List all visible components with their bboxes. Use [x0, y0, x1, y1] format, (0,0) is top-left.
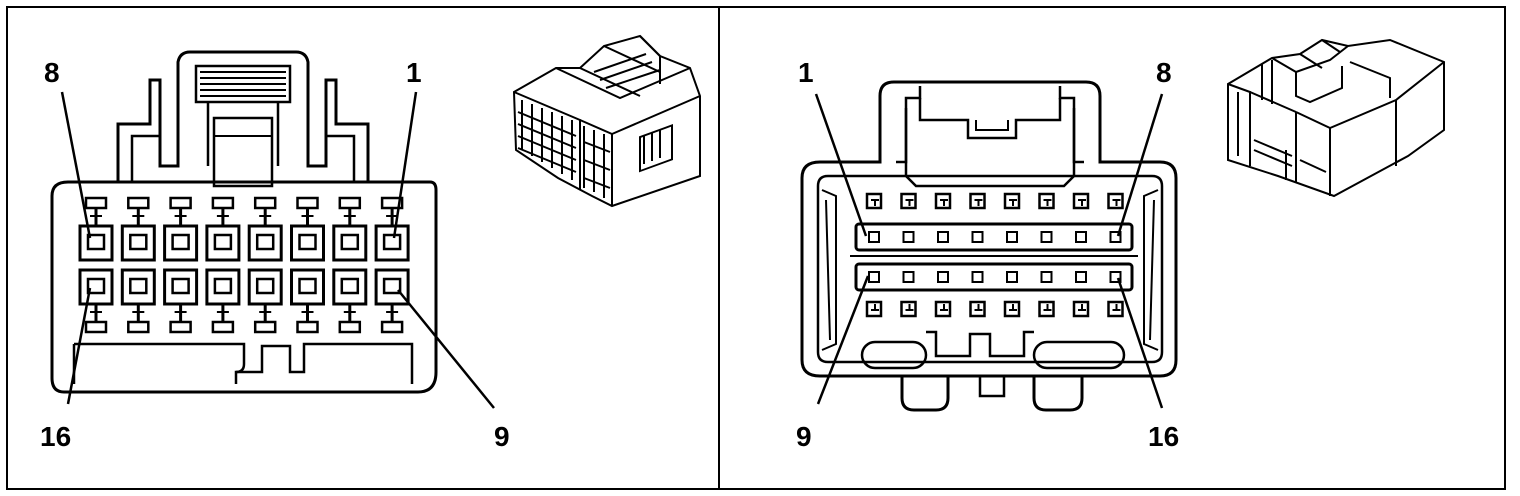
right-cavity [868, 231, 880, 243]
right-latch-window [969, 192, 986, 210]
left-label-top-right: 1 [406, 57, 422, 88]
right-cavity [1006, 271, 1018, 283]
left-cavity [120, 268, 156, 334]
left-panel-frame [6, 6, 720, 490]
right-latch-window [900, 300, 917, 318]
right-cavity [1075, 231, 1087, 243]
right-label-top-right: 8 [1156, 57, 1172, 88]
left-cavity [205, 196, 241, 262]
left-cavity [332, 196, 368, 262]
right-latch-window [934, 300, 952, 318]
left-label-bottom-left: 16 [40, 421, 71, 452]
right-latch-window [1107, 192, 1124, 210]
left-cavity [290, 196, 325, 262]
right-latch-window [1003, 300, 1021, 318]
right-cavity [937, 231, 949, 243]
right-cavity [1109, 271, 1122, 283]
right-connector-face [800, 80, 1178, 412]
left-cavity [163, 196, 199, 262]
left-cavity [290, 268, 325, 334]
right-latch-window [900, 192, 917, 210]
right-panel-frame [718, 6, 1506, 490]
left-cavity [247, 268, 283, 334]
right-latch-window [1107, 300, 1124, 318]
right-label-bottom-right: 16 [1148, 421, 1179, 452]
right-latch-window [865, 300, 883, 318]
right-latch-window [934, 192, 952, 210]
left-cavity [374, 196, 410, 262]
left-label-top-left: 8 [44, 57, 60, 88]
left-cavity [247, 196, 283, 262]
right-latch-window [1038, 300, 1055, 318]
right-label-top-left: 1 [798, 57, 814, 88]
right-connector-isometric-icon [1227, 38, 1445, 198]
right-cavity [971, 271, 984, 283]
right-label-bottom-left: 9 [796, 421, 812, 452]
right-cavity [902, 271, 915, 283]
right-cavity [937, 271, 949, 283]
right-leader-lines [814, 93, 1164, 409]
right-latch-window [1003, 192, 1021, 210]
right-latch-window [865, 192, 883, 210]
right-cavity [902, 231, 915, 243]
left-cavity [78, 268, 114, 334]
left-cavity [120, 196, 156, 262]
right-cavity [1006, 231, 1018, 243]
left-connector-isometric-icon [512, 34, 701, 208]
left-cavity [205, 268, 241, 334]
right-cavity [868, 271, 880, 283]
left-cavity [163, 268, 199, 334]
left-connector-face [50, 50, 438, 394]
right-latch-window [969, 300, 986, 318]
right-latch-window [1072, 300, 1090, 318]
right-cavity [1040, 231, 1053, 243]
left-leader-lines [60, 91, 495, 409]
left-label-bottom-right: 9 [494, 421, 510, 452]
right-latch-window [1072, 192, 1090, 210]
left-cavity [374, 268, 410, 334]
right-cavity [1075, 271, 1087, 283]
right-cavity [1040, 271, 1053, 283]
left-cavity [78, 196, 114, 262]
right-cavity [971, 231, 984, 243]
left-cavity [332, 268, 368, 334]
right-cavity [1109, 231, 1122, 243]
right-cavity-grid [865, 192, 1124, 318]
right-latch-window [1038, 192, 1055, 210]
left-cavity-grid [78, 196, 410, 334]
